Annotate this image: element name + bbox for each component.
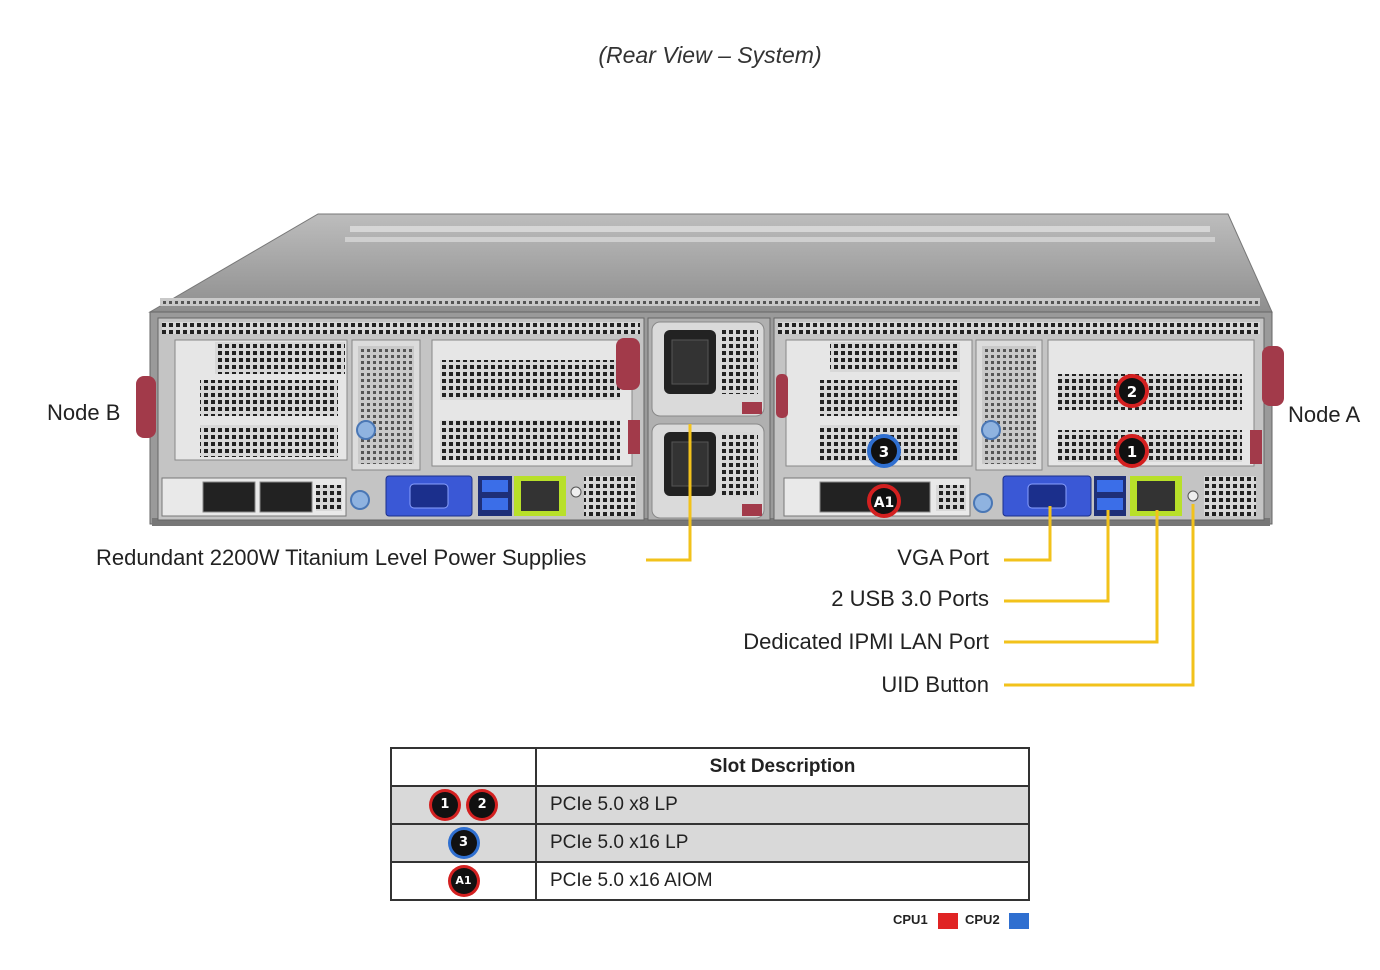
slot-badge-3-key: 3 bbox=[450, 830, 477, 856]
legend-cpu2-label: CPU2 bbox=[965, 912, 1000, 927]
slot-badge-1-key: 1 bbox=[431, 792, 458, 818]
slot-badge-a1: A1 bbox=[867, 484, 901, 518]
table-header-slot-description: Slot Description bbox=[535, 747, 1030, 787]
leader-line-power bbox=[646, 424, 692, 562]
leader-line-uid bbox=[1004, 504, 1195, 687]
table-row: A1 PCIe 5.0 x16 AIOM bbox=[390, 861, 1030, 901]
usb-ports-label: 2 USB 3.0 Ports bbox=[831, 586, 989, 611]
leader-line-ipmi bbox=[1004, 510, 1159, 644]
slot-badge-a1-key: A1 bbox=[450, 868, 477, 894]
table-row-badges: 1 2 bbox=[390, 785, 537, 825]
figure-title: (Rear View – System) bbox=[598, 42, 822, 68]
slot-badge-a1-text: A1 bbox=[874, 495, 895, 511]
slot-badge-2: 2 bbox=[1115, 374, 1149, 408]
table-header-row: Slot Description bbox=[390, 747, 1030, 787]
power-supplies-label: Redundant 2200W Titanium Level Power Sup… bbox=[96, 545, 587, 570]
node-b-module bbox=[136, 317, 645, 521]
table-row-description: PCIe 5.0 x16 LP bbox=[535, 823, 1030, 863]
vga-port-label: VGA Port bbox=[897, 545, 989, 570]
uid-button-label: UID Button bbox=[881, 672, 989, 697]
server-rear-illustration: 2 1 3 A1 bbox=[136, 213, 1284, 687]
legend-cpu1-swatch bbox=[938, 913, 958, 929]
node-a-module bbox=[773, 317, 1284, 521]
slot-description-table: Slot Description 1 2 PCIe 5.0 x8 LP 3 PC… bbox=[390, 747, 1030, 901]
table-header-empty bbox=[390, 747, 537, 787]
node-a-label: Node A bbox=[1288, 402, 1361, 427]
table-row-description: PCIe 5.0 x16 AIOM bbox=[535, 861, 1030, 901]
table-row-badges: 3 bbox=[390, 823, 537, 863]
slot-badge-1-text: 1 bbox=[1127, 443, 1137, 461]
table-row: 3 PCIe 5.0 x16 LP bbox=[390, 823, 1030, 863]
slot-badge-3-text: 3 bbox=[879, 443, 889, 461]
legend-cpu2-swatch bbox=[1009, 913, 1029, 929]
slot-badge-2-key: 2 bbox=[469, 792, 496, 818]
leader-line-usb bbox=[1004, 510, 1110, 603]
leader-line-vga bbox=[1004, 506, 1052, 562]
table-row-description: PCIe 5.0 x8 LP bbox=[535, 785, 1030, 825]
ipmi-lan-port-label: Dedicated IPMI LAN Port bbox=[743, 629, 989, 654]
slot-badge-2-text: 2 bbox=[1127, 383, 1137, 401]
legend-cpu1-label: CPU1 bbox=[893, 912, 928, 927]
node-b-label: Node B bbox=[47, 400, 121, 425]
slot-badge-1: 1 bbox=[1115, 434, 1149, 468]
table-row-badges: A1 bbox=[390, 861, 537, 901]
table-row: 1 2 PCIe 5.0 x8 LP bbox=[390, 785, 1030, 825]
slot-badge-3: 3 bbox=[867, 434, 901, 468]
power-supply-bay bbox=[647, 317, 771, 521]
